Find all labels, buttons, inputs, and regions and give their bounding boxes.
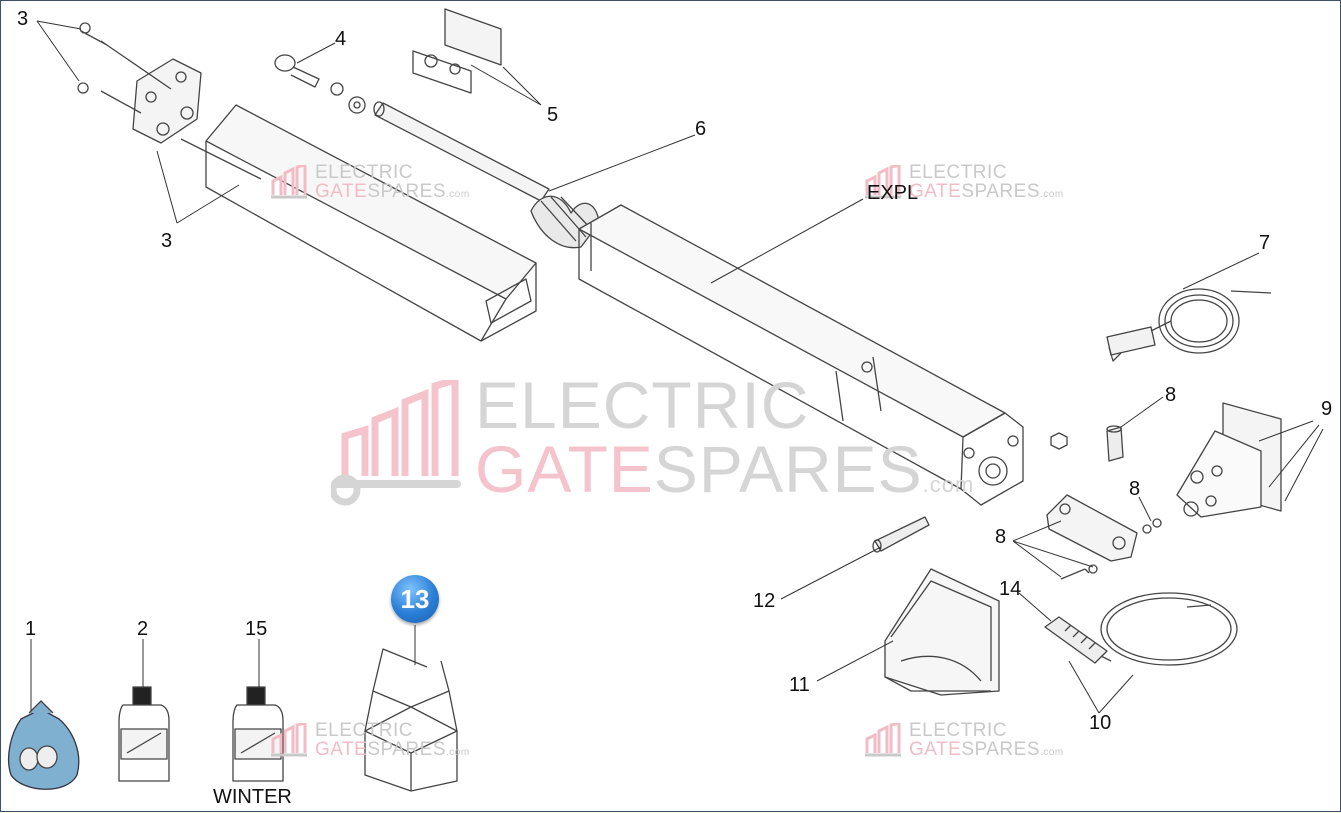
rear-plate-part-3	[77, 22, 262, 180]
part-label: 8	[995, 526, 1007, 548]
gate-bracket-part-9	[1176, 402, 1282, 518]
part-label: 15	[245, 618, 268, 640]
part-label: 6	[695, 118, 707, 140]
watermark-gate-icon	[271, 722, 307, 756]
part-label: 8	[1165, 384, 1177, 406]
watermark-logo: ELECTRIC GATESPARES.com	[269, 721, 470, 762]
grease-bag-part-1	[7, 700, 80, 790]
watermark-text-large: ELECTRIC GATESPARES.com	[475, 368, 975, 506]
part-label: 3	[161, 230, 173, 252]
winter-oil-bottle-part-15	[232, 686, 284, 782]
eye-bolt-part-4	[274, 54, 366, 114]
limit-switch-part-7	[1106, 288, 1272, 362]
part-label: 10	[1089, 712, 1112, 734]
part-label: 1	[25, 618, 37, 640]
part-label: 7	[1259, 232, 1271, 254]
part-label: 8	[1129, 478, 1141, 500]
part-label-expl: EXPL	[867, 182, 919, 204]
part-label: 4	[335, 28, 347, 50]
watermark-text: ELECTRIC GATESPARES.com	[315, 162, 470, 202]
part-label: 12	[753, 590, 776, 612]
sensor-cable-part-10-14	[1044, 592, 1238, 666]
part-label: 5	[547, 104, 559, 126]
watermark-gate-icon	[271, 164, 307, 198]
watermark-logo-large: ELECTRIC GATESPARES.com	[331, 368, 975, 517]
front-bracket-part-5	[412, 8, 502, 94]
part-label: 11	[789, 674, 810, 696]
watermark-logo: ELECTRIC GATESPARES.com	[863, 163, 1064, 204]
motor-body-expl	[578, 204, 1024, 506]
watermark-logo: ELECTRIC GATESPARES.com	[863, 721, 1064, 762]
part-label: 9	[1321, 398, 1333, 420]
pin-part-12	[872, 516, 930, 553]
cover-profile-part-3	[205, 104, 537, 342]
part-label: 2	[137, 618, 149, 640]
part-label: 14	[999, 578, 1022, 600]
release-cover-part-11	[884, 568, 1000, 696]
watermark-gate-icon	[865, 164, 901, 198]
watermark-logo: ELECTRIC GATESPARES.com	[269, 163, 470, 204]
leader-lines	[30, 20, 1324, 714]
watermark-text: ELECTRIC GATESPARES.com	[909, 162, 1064, 202]
part-label-winter: WINTER	[213, 786, 292, 808]
watermark-gate-wrench-icon	[331, 380, 461, 506]
watermark-gate-icon	[865, 722, 901, 756]
watermark-text: ELECTRIC GATESPARES.com	[909, 720, 1064, 760]
bushing-part-8	[1050, 425, 1124, 462]
box-part-13	[364, 648, 458, 792]
part-13-badge: 13	[391, 575, 439, 623]
watermark-text: ELECTRIC GATESPARES.com	[315, 720, 470, 760]
part-label: 3	[17, 8, 29, 30]
bracket-link-part-8	[1046, 494, 1162, 580]
oil-bottle-part-2	[118, 686, 170, 782]
